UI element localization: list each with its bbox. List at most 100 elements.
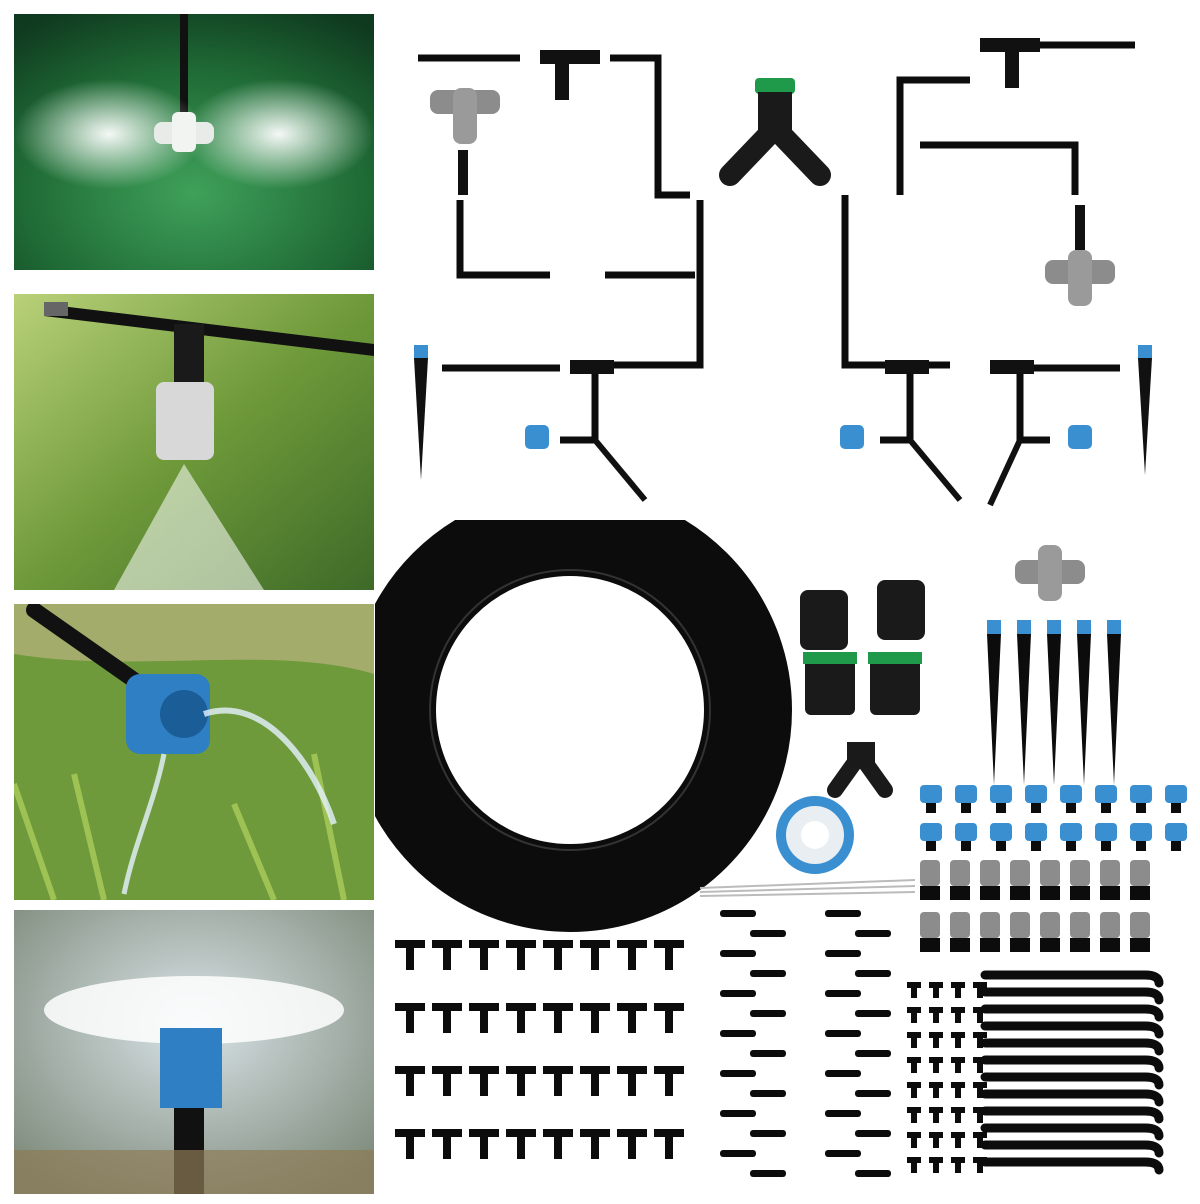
tube-segment [610, 54, 690, 199]
tee-connector-icon [540, 50, 600, 64]
tube-segment [880, 370, 914, 444]
drip-emitter-icon [1060, 823, 1082, 851]
tube-holder-icon [980, 1055, 1164, 1073]
tube-segment [560, 370, 599, 444]
tube-holder-icon [980, 970, 1164, 988]
tee-connector-icon [395, 940, 425, 970]
tee-connector-icon [580, 1003, 610, 1033]
tube-holder-icon [980, 1106, 1164, 1124]
straight-connector-icon [855, 1010, 891, 1017]
drip-emitter-icon [920, 785, 942, 813]
tube-holder-icon [980, 1038, 1164, 1056]
stake-icon [987, 438, 1023, 507]
straight-connector-icon [825, 1110, 861, 1117]
end-plug-icon [929, 1132, 943, 1148]
tube-holder-icon [980, 1157, 1164, 1175]
tee-connector-icon [990, 360, 1034, 374]
end-plug-icon [951, 982, 965, 998]
tube-holder-icon [980, 1021, 1164, 1039]
straight-connector-icon [825, 1030, 861, 1037]
cross-nozzle-icon [430, 88, 500, 195]
end-plug-icon [951, 1032, 965, 1048]
tee-connector-icon [432, 1129, 462, 1159]
tube-holder-icon [980, 987, 1164, 1005]
straight-connector-icon [720, 950, 756, 957]
end-plug-icon [951, 1107, 965, 1123]
tee-connector-icon [980, 38, 1040, 52]
straight-connector-icon [720, 1110, 756, 1117]
tube-holder-icon [980, 1140, 1164, 1158]
drip-emitter-scene [14, 604, 374, 900]
drip-emitter-icon [1138, 345, 1152, 359]
tee-connector-icon [506, 1066, 536, 1096]
drip-emitter-icon [525, 425, 549, 449]
straight-connector-icon [720, 990, 756, 997]
stake-icon [1138, 358, 1152, 475]
straight-connector-icon [855, 930, 891, 937]
faucet-adapter-icon [800, 580, 925, 715]
end-plug-icon [951, 1132, 965, 1148]
end-plug-icon [973, 982, 987, 998]
straight-connector-icon [825, 990, 861, 997]
parts-svg [348, 488, 1187, 1177]
tee-connector-icon [654, 1129, 684, 1159]
end-plug-icon [907, 1157, 921, 1173]
straight-connector-icon [720, 1070, 756, 1077]
tube-segment [841, 195, 950, 369]
mist-nozzle-icon [950, 912, 970, 952]
end-plug-icon [907, 1032, 921, 1048]
mist-nozzle-icon [980, 912, 1000, 952]
straight-connector-icon [825, 910, 861, 917]
sprinkler-spray-scene [14, 910, 374, 1194]
end-plug-icon [929, 1107, 943, 1123]
drip-emitter-icon [1068, 425, 1092, 449]
drip-emitters-group [920, 785, 1187, 851]
straight-connector-icon [750, 970, 786, 977]
included-parts-layout [348, 488, 1200, 1200]
tee-connector-icon [543, 940, 573, 970]
stake-icon [1047, 620, 1061, 785]
end-plug-icon [929, 1007, 943, 1023]
straight-connector-icon [750, 1090, 786, 1097]
stake-icon [592, 438, 648, 502]
end-plug-icon [973, 1132, 987, 1148]
end-plug-icon [973, 1007, 987, 1023]
straight-connector-icon [825, 1070, 861, 1077]
end-plug-icon [907, 1107, 921, 1123]
y-splitter-icon [827, 742, 893, 798]
end-plug-icon [929, 1082, 943, 1098]
tee-connector-icon [580, 1129, 610, 1159]
tube-holder-icon [980, 1004, 1164, 1022]
tee-connector-icon [506, 1003, 536, 1033]
end-plug-icon [907, 982, 921, 998]
drip-emitter-icon [1165, 785, 1187, 813]
stake-icon [987, 620, 1001, 785]
straight-connector-icon [720, 910, 756, 917]
straight-connector-icon [825, 950, 861, 957]
straight-connector-icon [750, 1050, 786, 1057]
tee-connector-icon [617, 1003, 647, 1033]
tee-connector-icon [543, 1003, 573, 1033]
stake-icon [1107, 620, 1121, 785]
tee-connector-icon [432, 1003, 462, 1033]
photo-cross-nozzle-mist [14, 14, 374, 270]
tube-holder-icon [980, 1072, 1164, 1090]
layout-diagram-svg [414, 38, 1152, 507]
tee-connector-icon [1005, 48, 1019, 88]
tube-segment [1016, 370, 1050, 444]
straight-connector-icon [855, 1090, 891, 1097]
drip-emitter-icon [1025, 823, 1047, 851]
mist-nozzle-icon [1130, 912, 1150, 952]
tube-segment [456, 200, 550, 279]
straight-connectors-group [720, 910, 891, 1177]
drip-emitter-icon [990, 785, 1012, 813]
cable-ties-icon [699, 879, 916, 897]
end-plug-icon [951, 1157, 965, 1173]
end-plug-icon [973, 1032, 987, 1048]
tee-connector-icon [432, 1066, 462, 1096]
tee-connector-icon [395, 1003, 425, 1033]
tee-connector-icon [469, 1003, 499, 1033]
end-plug-icon [951, 1007, 965, 1023]
end-plug-icon [973, 1157, 987, 1173]
end-plug-icon [907, 1082, 921, 1098]
